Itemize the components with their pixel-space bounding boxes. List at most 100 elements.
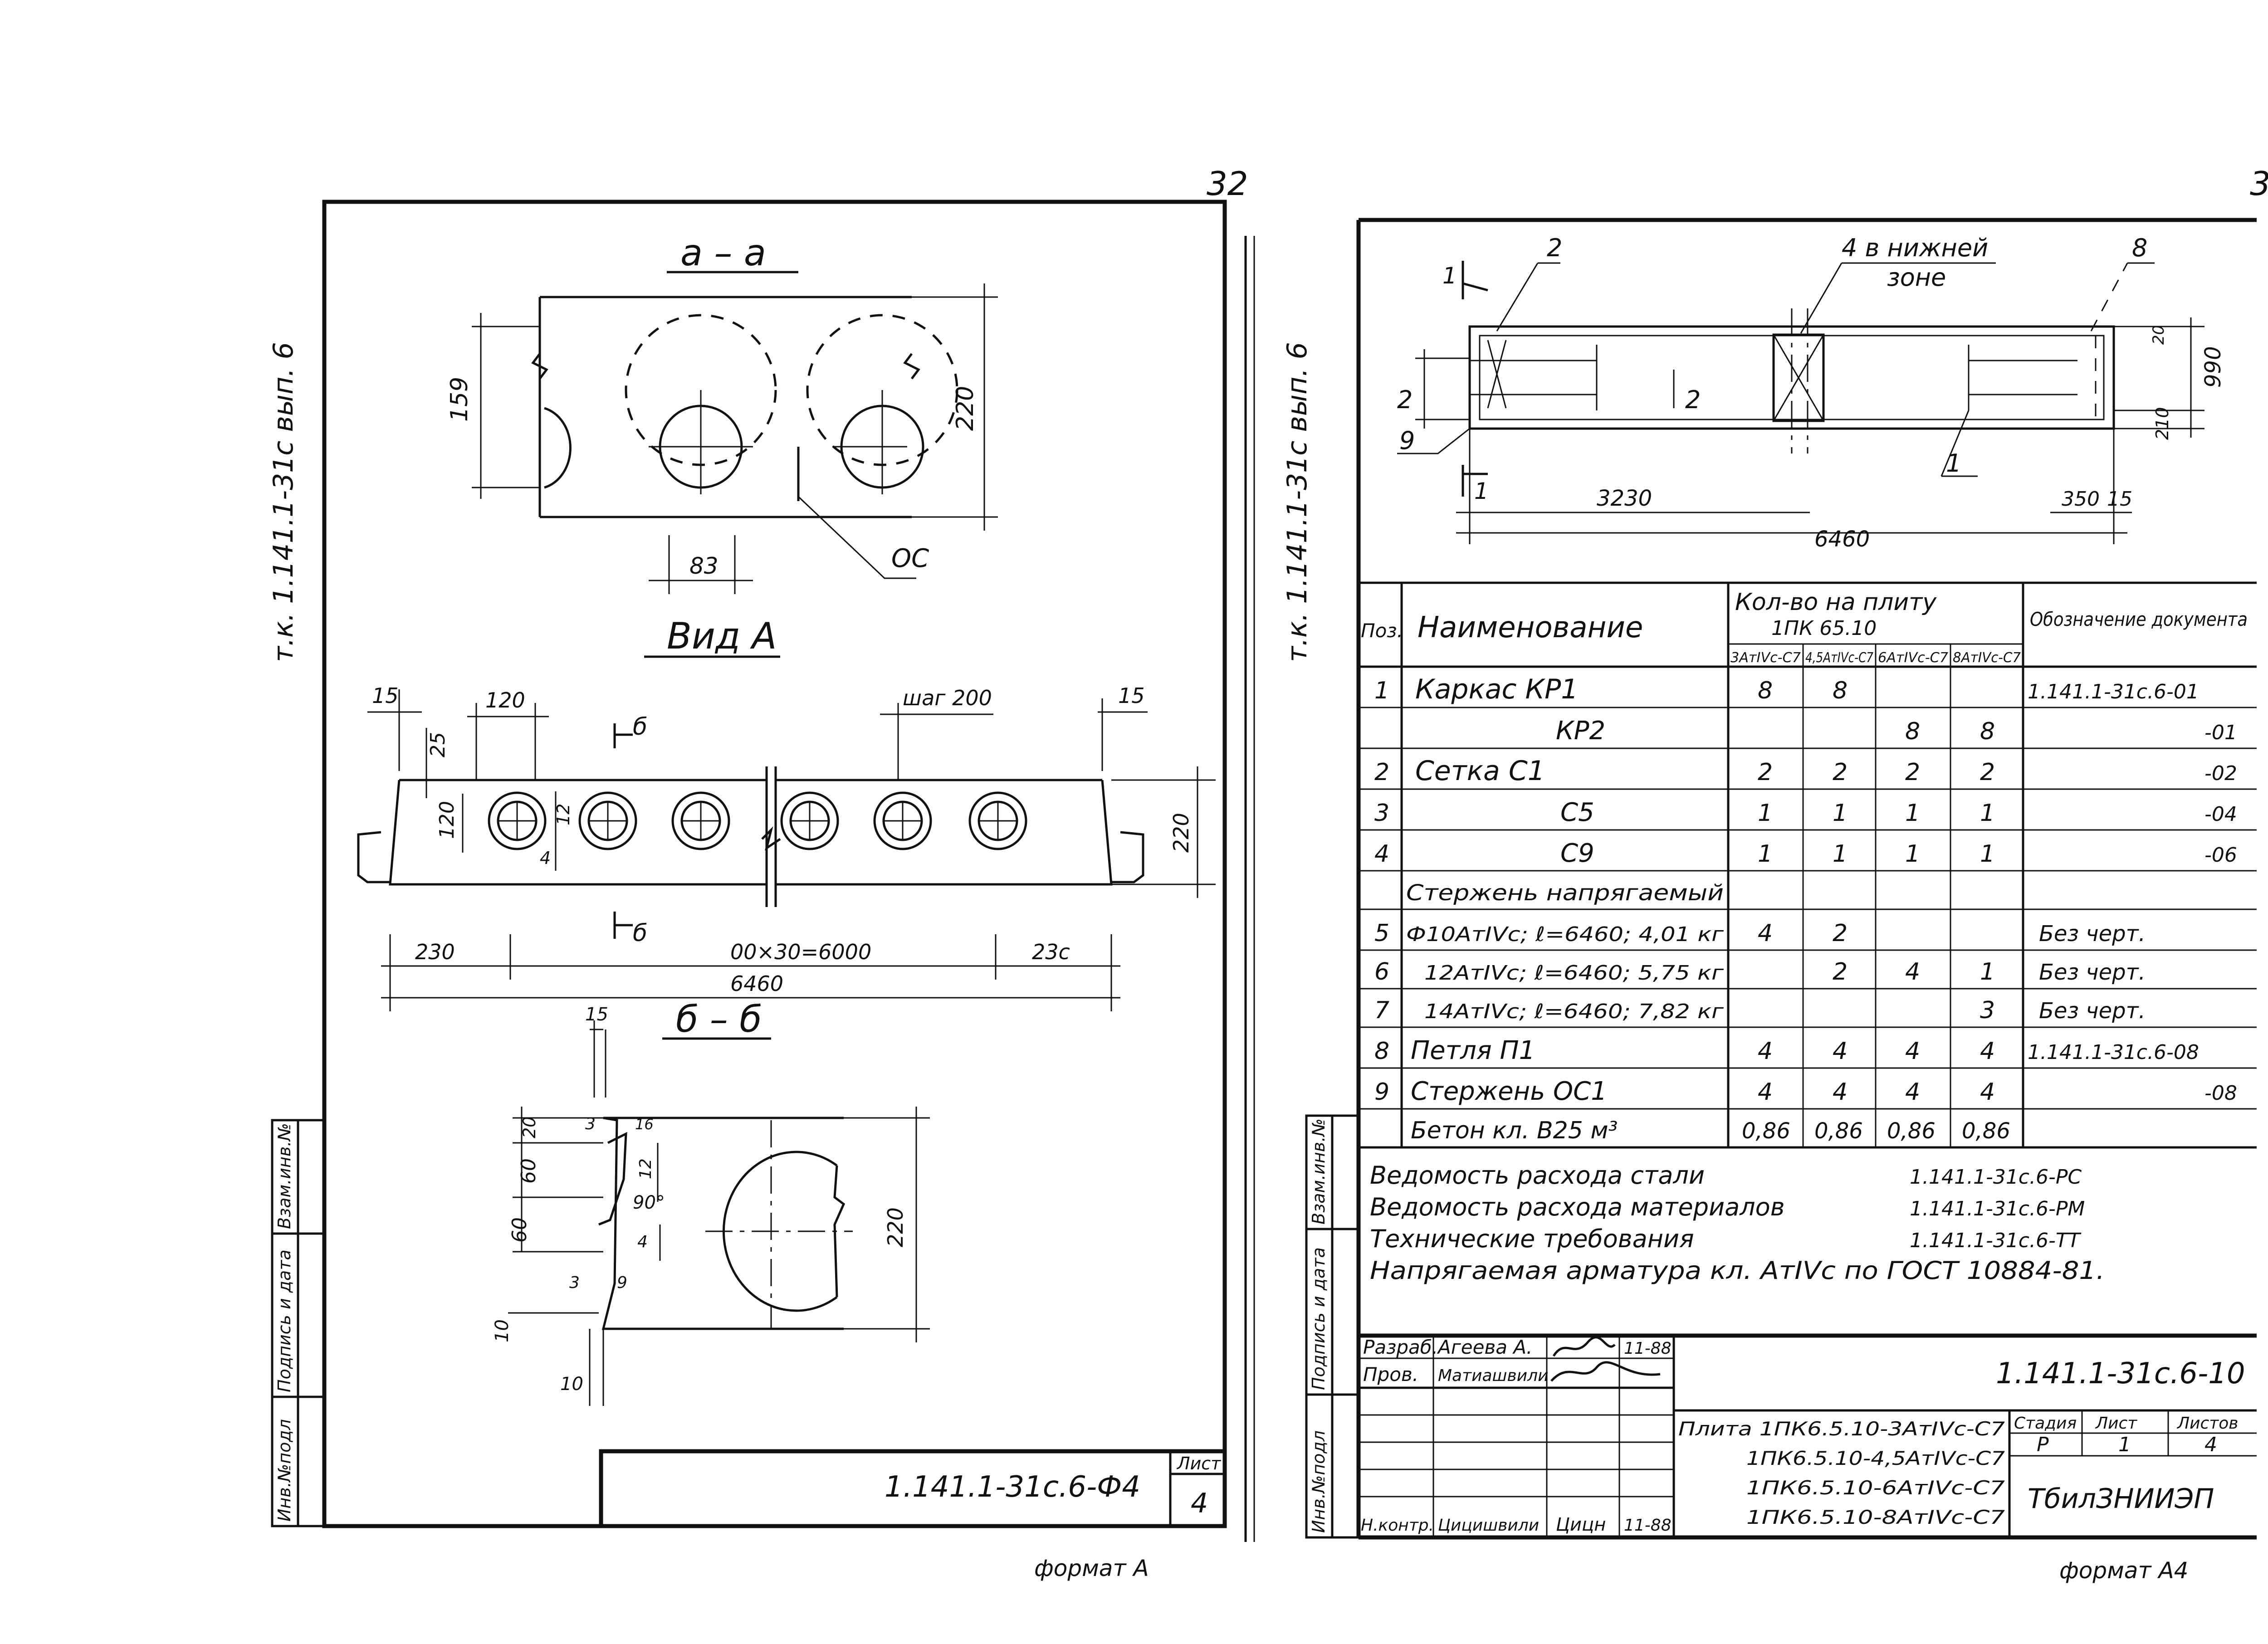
view-a-dim-120-top: 120 [485,688,525,712]
table-row-q4: 3 [1980,997,1995,1024]
right-format: формат А4 [2059,1557,2188,1584]
plan-label-4: 4 в нижней [1842,234,1988,262]
signature-mark [1552,1336,1616,1357]
plan-dim-210: 210 [2152,407,2172,440]
right-stamp-inv: Инв.№подл [1309,1430,1329,1533]
section-bb-dim-9: 9 [617,1273,627,1292]
section-bb: б – б 15 220 20 60 60 [492,998,930,1406]
table-row-q1: 4 [1758,1038,1773,1065]
section-aa-leader-oc: ОС [891,544,929,573]
title-sheets: 4 [2204,1433,2217,1456]
table-row-name: С9 [1560,839,1594,868]
section-bb-dim-4: 4 [637,1233,648,1251]
title-product-4: 1ПК6.5.10-8АтIVс-С7 [1746,1506,2005,1528]
section-aa-title: а – а [680,232,766,274]
right-stamp-sign: Подпись и дата [1309,1247,1329,1390]
table-row-name: Ф10АтIVс; ℓ=6460; 4,01 кг [1406,923,1724,946]
title-sheet-label: Лист [2095,1414,2137,1433]
plan-dim-350: 350 [2062,488,2100,511]
table-header-designation: Обозначение документа [2030,608,2248,630]
plan-label-1-bottom: 1 [1474,478,1489,504]
title-sheet: 1 [2118,1433,2131,1456]
table-row-q3: 4 [1905,1038,1920,1065]
plan-dim-990: 990 [2200,346,2226,388]
table-row-name: КР2 [1556,716,1605,746]
table-row-doc: -08 [2204,1082,2237,1105]
view-a-title: Вид А [667,615,777,657]
left-title-code: 1.141.1-31с.6-Ф4 [885,1470,1140,1504]
view-a-dim-25: 25 [426,732,450,757]
plan-dim-6460: 6460 [1814,527,1870,552]
table-row-doc: Без черт. [2039,921,2146,946]
right-stamp-vzam: Взам.инв.№ [1309,1118,1329,1224]
table-row-q2: 1 [1833,840,1848,868]
section-bb-dim-220: 220 [883,1207,908,1247]
view-a-dim-230-right: 23с [1032,940,1070,964]
right-page-number: 33 [2250,165,2268,203]
view-a-cut-top: б [633,713,647,741]
title-product-2: 1ПК6.5.10-4,5АтIVс-С7 [1746,1447,2005,1469]
section-aa: а – а 159 220 [446,232,998,594]
note-text: Ведомость расхода стали [1370,1161,1705,1190]
notes: Ведомость расхода стали 1.141.1-31с.6-РС… [1370,1161,2105,1285]
view-a-voids [488,791,1027,850]
right-sheet: 33 т.к. 1.141.1-31с вып. 6 2 [1281,165,2268,1584]
left-side-stamp: Инв.№подл Подпись и дата Взам.инв.№ [271,1119,326,1527]
table-row-pos: 4 [1374,840,1389,868]
table-row-q2: 4 [1833,1078,1848,1106]
view-a-dim-12: 12 [553,804,573,825]
left-page-number: 32 [1207,165,1248,203]
title-product-1: Плита 1ПК6.5.10-3АтIVс-С7 [1678,1418,2005,1440]
table-row-q4: 2 [1980,759,1995,786]
table-sub-3: 6АтIVс-С7 [1878,650,1948,666]
section-bb-dim-3-bottom: 3 [569,1273,580,1292]
table-row-q4: 4 [1980,1038,1995,1065]
left-title-block: 1.141.1-31с.6-Ф4 Лист 4 [599,1449,1227,1528]
table-row-pos: 1 [1374,677,1389,704]
title-row6-date: 11-88 [1624,1516,1672,1535]
title-org: ТбилЗНИИЭП [2028,1483,2214,1515]
title-row6-sign: Цицн [1556,1514,1606,1535]
table-row-doc: 1.141.1-31с.6-08 [2028,1041,2199,1064]
table-row-q4: 0,86 [1962,1118,2010,1144]
table-row-q4: 1 [1980,958,1995,985]
left-sheet: 32 т.к. 1.141.1-31с вып. 6 а – а [268,165,1248,1581]
table-row-doc: Без черт. [2039,960,2146,985]
table-row-q4: 1 [1980,840,1995,868]
view-a-dim-middle: 00×30=6000 [730,940,871,964]
table-row-q3: 4 [1905,1078,1920,1106]
table-row-q2: 4 [1833,1038,1848,1065]
title-row6-role: Н.контр. [1361,1516,1434,1535]
section-bb-dim-10-left: 10 [492,1319,513,1342]
plan-label-1-top: 1 [1442,263,1457,289]
table-row-name: Стержень ОС1 [1411,1077,1607,1106]
view-a-dim-15-left: 15 [372,683,399,708]
section-bb-dim-12: 12 [636,1158,655,1179]
left-stamp-inv: Инв.№подл [274,1419,294,1522]
section-bb-dim-60-a: 60 [517,1158,540,1184]
table-row-name: Петля П1 [1411,1036,1535,1065]
plan-dim-20: 20 [2150,325,2168,345]
plan-view: 2 4 в нижней зоне 8 1 2 2 9 1 1 [1397,234,2226,552]
left-title-sheet-label: Лист [1176,1454,1222,1473]
spec-table: Поз. Наименование Кол-во на плиту 1ПК 65… [1359,581,2257,1149]
view-a-dim-15-right: 15 [1118,683,1145,708]
table-row-q4: 1 [1980,800,1995,827]
section-bb-dim-20: 20 [519,1117,539,1138]
left-title-sheet-number: 4 [1191,1488,1208,1519]
table-row-q1: 4 [1758,920,1773,947]
table-row-doc: -01 [2204,721,2237,744]
view-a: Вид А 15 120 б шаг 200 15 25 [357,615,1216,1011]
view-a-dim-120-side: 120 [435,801,459,839]
table-row-q1: 8 [1758,677,1773,704]
right-title-block: Разраб. Агеева А. 11-88 Пров. Матиашвили… [1359,1333,2257,1537]
left-stamp-vzam: Взам.инв.№ [274,1123,294,1229]
title-product-3: 1ПК6.5.10-6АтIVс-С7 [1746,1477,2005,1499]
table-row-q3: 1 [1905,840,1920,868]
table-row-pos: 7 [1374,997,1389,1024]
table-row-q3: 2 [1905,759,1920,786]
title-sheets-label: Листов [2176,1414,2238,1433]
plan-label-2-inner: 2 [1685,385,1701,414]
note-text: Ведомость расхода материалов [1370,1193,1785,1221]
table-row-pos: 3 [1374,800,1389,827]
